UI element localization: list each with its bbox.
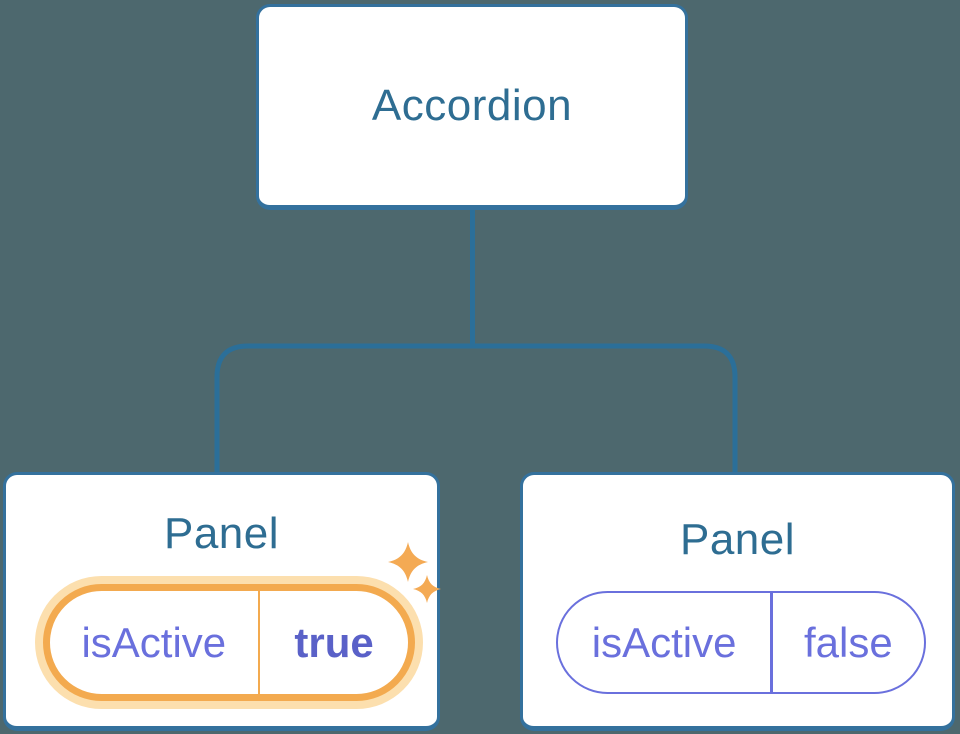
panel-node-active: Panel isActive true: [3, 472, 441, 731]
accordion-node: Accordion: [256, 4, 688, 210]
state-pill-inactive: isActive false: [556, 591, 926, 694]
panel-node-label: Panel: [163, 509, 280, 558]
pill-divider: [770, 593, 773, 692]
panel-node-inactive: Panel isActive false: [520, 472, 955, 731]
pill-divider: [257, 591, 261, 694]
sparkles-icon: [388, 542, 441, 603]
state-key: isActive: [81, 618, 227, 666]
state-pill-active: isActive true: [43, 584, 415, 701]
state-value: true: [294, 618, 374, 666]
state-value: false: [804, 618, 893, 666]
state-key: isActive: [591, 618, 737, 666]
accordion-node-label: Accordion: [371, 81, 573, 130]
panel-node-label: Panel: [679, 515, 796, 564]
